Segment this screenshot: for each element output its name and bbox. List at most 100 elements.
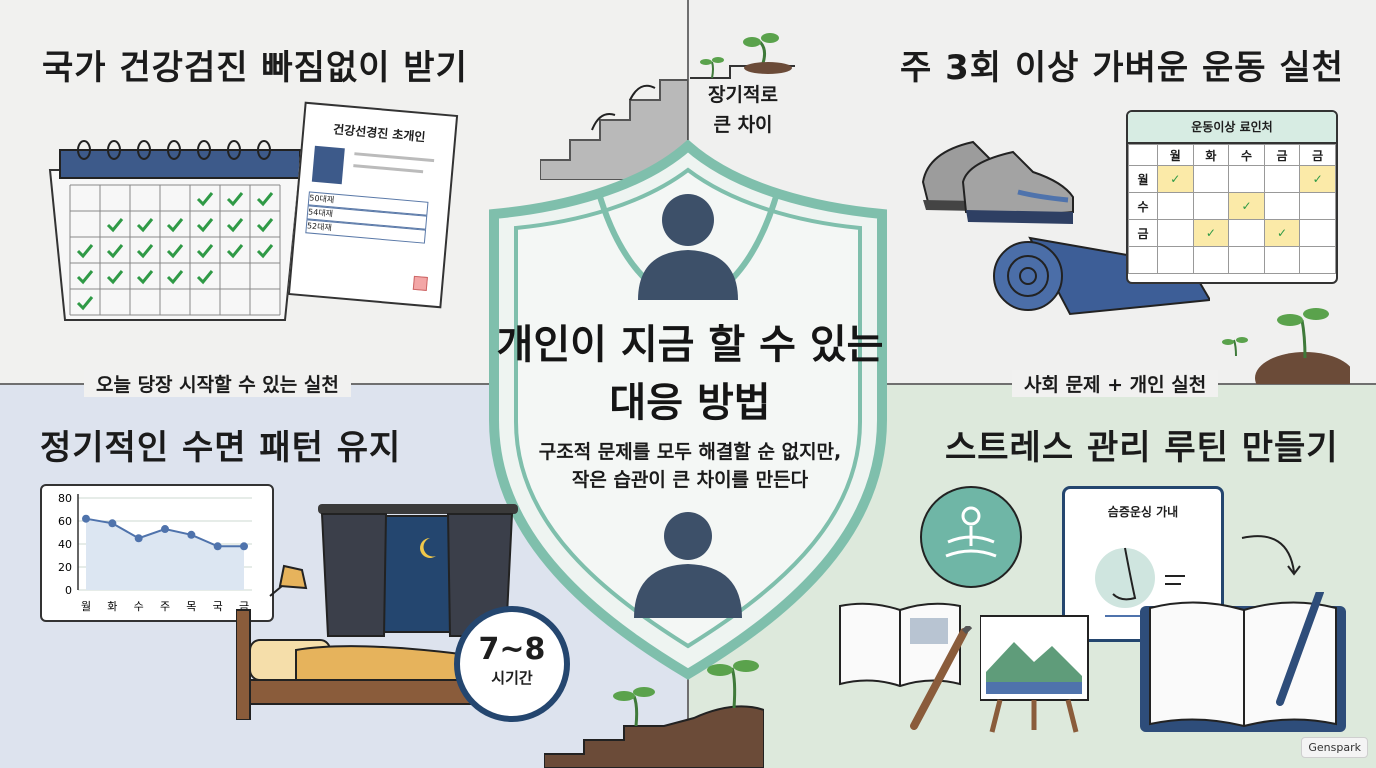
schedule-table: 월 화 수 금 금 월 ✓ ✓ 수 ✓ 금 ✓ ✓ — [1128, 144, 1336, 274]
schedule-row-label: 금 — [1128, 219, 1158, 247]
center-title-line2: 대응 방법 — [609, 380, 771, 426]
form-photo — [311, 145, 345, 185]
center-subtitle-line1: 구조적 문제를 모두 해결할 순 없지만, — [538, 441, 842, 463]
y-tick-label: 0 — [65, 584, 72, 597]
check-icon — [166, 244, 184, 259]
calendar-ring — [77, 140, 91, 160]
stairs-label-line1: 장기적로 — [708, 84, 778, 106]
y-tick-label: 60 — [58, 515, 72, 528]
journal-notebook-icon — [1140, 592, 1346, 732]
schedule-col: 금 — [1263, 144, 1301, 166]
data-point — [161, 525, 169, 534]
schedule-row-label: 수 — [1128, 192, 1158, 220]
check-icon — [196, 244, 214, 259]
curved-arrow-icon — [1241, 535, 1301, 576]
window-night-icon — [318, 504, 518, 637]
check-icon: ✓ — [1228, 192, 1265, 220]
schedule-col: 화 — [1192, 144, 1230, 166]
check-icon — [106, 244, 124, 259]
check-icon — [136, 270, 154, 285]
x-tick-label: 금 — [239, 600, 249, 613]
schedule-title: 운동이상 료인처 — [1128, 112, 1336, 144]
bottom-right-title: 스트레스 관리 루틴 만들기 — [945, 428, 1339, 468]
calendar-ring — [107, 140, 121, 160]
growth-stairs-illustration — [544, 660, 764, 768]
y-tick-label: 80 — [58, 492, 72, 505]
tablet-title: 슴증운싱 가내 — [1107, 505, 1179, 519]
exercise-schedule: 운동이상 료인처 월 화 수 금 금 월 ✓ ✓ 수 ✓ 금 — [1126, 110, 1338, 284]
calendar-ring — [137, 140, 151, 160]
x-tick-label: 주 — [160, 600, 170, 613]
sleep-line-chart: 80 60 40 20 0월 화 수 주 목 국 금 — [58, 492, 252, 613]
calendar-ring — [257, 140, 271, 160]
check-icon — [136, 218, 154, 233]
check-icon — [196, 270, 214, 285]
bed-icon — [236, 609, 486, 720]
bottom-left-title: 정기적인 수면 패턴 유지 — [40, 428, 402, 468]
check-icon — [76, 244, 94, 259]
data-point — [134, 534, 143, 543]
check-icon — [256, 244, 274, 259]
check-icon — [76, 270, 94, 285]
x-tick-label: 목 — [186, 600, 196, 613]
schedule-col: 수 — [1228, 144, 1265, 166]
stairs-illustration — [540, 79, 688, 180]
lamp-icon — [269, 564, 308, 597]
sprout-icon — [1222, 308, 1350, 384]
yoga-mat-icon — [993, 236, 1210, 316]
check-icon — [76, 296, 94, 311]
bottom-right-subtitle: 사회 문제 + 개인 실천 — [1012, 370, 1219, 397]
check-icon — [226, 192, 244, 207]
form-rows: 50대재 54대재 52대재 — [305, 191, 429, 244]
check-icon — [226, 218, 244, 233]
calendar-ring — [167, 140, 181, 160]
center-subtitle: 구조적 문제를 모두 해결할 순 없지만, 작은 습관이 큰 차이를 만든다 — [480, 438, 900, 494]
sleep-hours-badge: 7~8 시기간 — [454, 606, 570, 722]
x-tick-label: 화 — [107, 600, 117, 613]
check-icon — [136, 244, 154, 259]
check-icon — [166, 270, 184, 285]
x-tick-label: 월 — [81, 600, 91, 613]
check-icon — [166, 218, 184, 233]
schedule-row-label: 월 — [1128, 165, 1158, 193]
stairs-label: 장기적로 큰 차이 — [688, 80, 798, 140]
check-icon: ✓ — [1299, 165, 1336, 193]
top-left-title: 국가 건강검진 빠짐없이 받기 — [42, 48, 468, 88]
data-point — [213, 542, 222, 551]
shield-illustration — [489, 140, 887, 680]
y-tick-label: 20 — [58, 561, 72, 574]
health-form-title: 건강선경진 초개인 — [332, 122, 426, 145]
sleep-hours-unit: 시기간 — [491, 669, 533, 687]
data-point — [187, 530, 196, 539]
x-tick-label: 국 — [213, 600, 223, 613]
series-area — [86, 518, 244, 590]
bottom-left-subtitle: 오늘 당장 시작할 수 있는 실천 — [84, 370, 351, 397]
data-point — [82, 514, 90, 523]
center-subtitle-line2: 작은 습관이 큰 차이를 만든다 — [571, 469, 809, 491]
top-right-title: 주 3회 이상 가벼운 운동 실천 — [900, 48, 1344, 88]
paintbrush-icon — [910, 626, 973, 730]
schedule-col: 월 — [1157, 144, 1194, 166]
open-book-icon — [839, 602, 961, 688]
check-icon — [196, 218, 214, 233]
running-shoes-icon — [921, 140, 1074, 224]
form-stamp — [412, 275, 428, 292]
schedule-col: 금 — [1299, 144, 1336, 166]
calendar-icon — [48, 140, 302, 321]
stairs-label-line2: 큰 차이 — [713, 114, 773, 136]
x-tick-label: 수 — [134, 600, 144, 613]
data-point — [240, 542, 248, 551]
y-tick-label: 40 — [58, 538, 72, 551]
check-icon — [106, 218, 124, 233]
sprout-stairs-icon — [690, 33, 795, 79]
check-icon — [256, 218, 274, 233]
data-point — [108, 519, 117, 528]
health-form: 건강선경진 초개인 50대재 54대재 52대재 — [287, 101, 459, 309]
check-icon — [106, 270, 124, 285]
check-icon: ✓ — [1192, 219, 1230, 247]
sleep-hours-value: 7~8 — [478, 632, 546, 667]
check-icon — [196, 192, 214, 207]
calendar-ring — [227, 140, 241, 160]
center-title-line1: 개인이 지금 할 수 있는 — [496, 322, 884, 368]
